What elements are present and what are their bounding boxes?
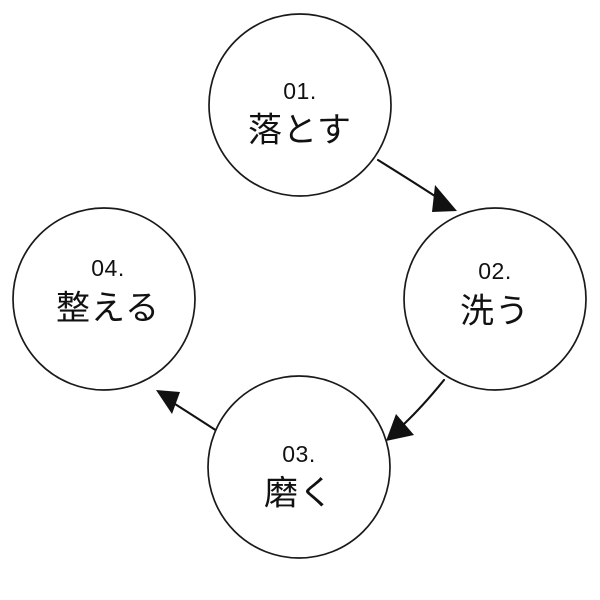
arrow-01-to-02-head bbox=[432, 185, 457, 212]
node-02-circle[interactable] bbox=[403, 207, 587, 391]
node-02-index: 02. bbox=[478, 258, 511, 284]
node-02[interactable]: 02. 洗う bbox=[403, 207, 587, 391]
arrow-03-to-04-path bbox=[173, 402, 219, 433]
node-03-index: 03. bbox=[282, 441, 315, 467]
node-03-label: 磨く bbox=[264, 474, 334, 514]
arrow-03-to-04-head bbox=[156, 390, 180, 414]
arrow-01-to-02 bbox=[376, 158, 457, 212]
arrow-03-to-04 bbox=[156, 390, 219, 433]
arrow-02-to-03-path bbox=[402, 378, 446, 426]
node-04-circle[interactable] bbox=[12, 207, 196, 391]
node-04-label: 整える bbox=[56, 289, 160, 329]
node-04-index: 04. bbox=[91, 255, 124, 281]
node-02-label: 洗う bbox=[460, 292, 530, 332]
node-03[interactable]: 03. 磨く bbox=[207, 375, 391, 559]
connector-layer bbox=[156, 158, 457, 441]
arrow-02-to-03 bbox=[386, 378, 446, 441]
node-01-circle[interactable] bbox=[208, 13, 392, 197]
arrow-01-to-02-path bbox=[376, 158, 443, 202]
node-01-index: 01. bbox=[283, 78, 316, 104]
node-01[interactable]: 01. 落とす bbox=[208, 13, 392, 197]
node-01-label: 落とす bbox=[248, 111, 352, 151]
node-03-circle[interactable] bbox=[207, 375, 391, 559]
arrow-02-to-03-head bbox=[386, 414, 414, 441]
node-04[interactable]: 04. 整える bbox=[12, 207, 196, 391]
